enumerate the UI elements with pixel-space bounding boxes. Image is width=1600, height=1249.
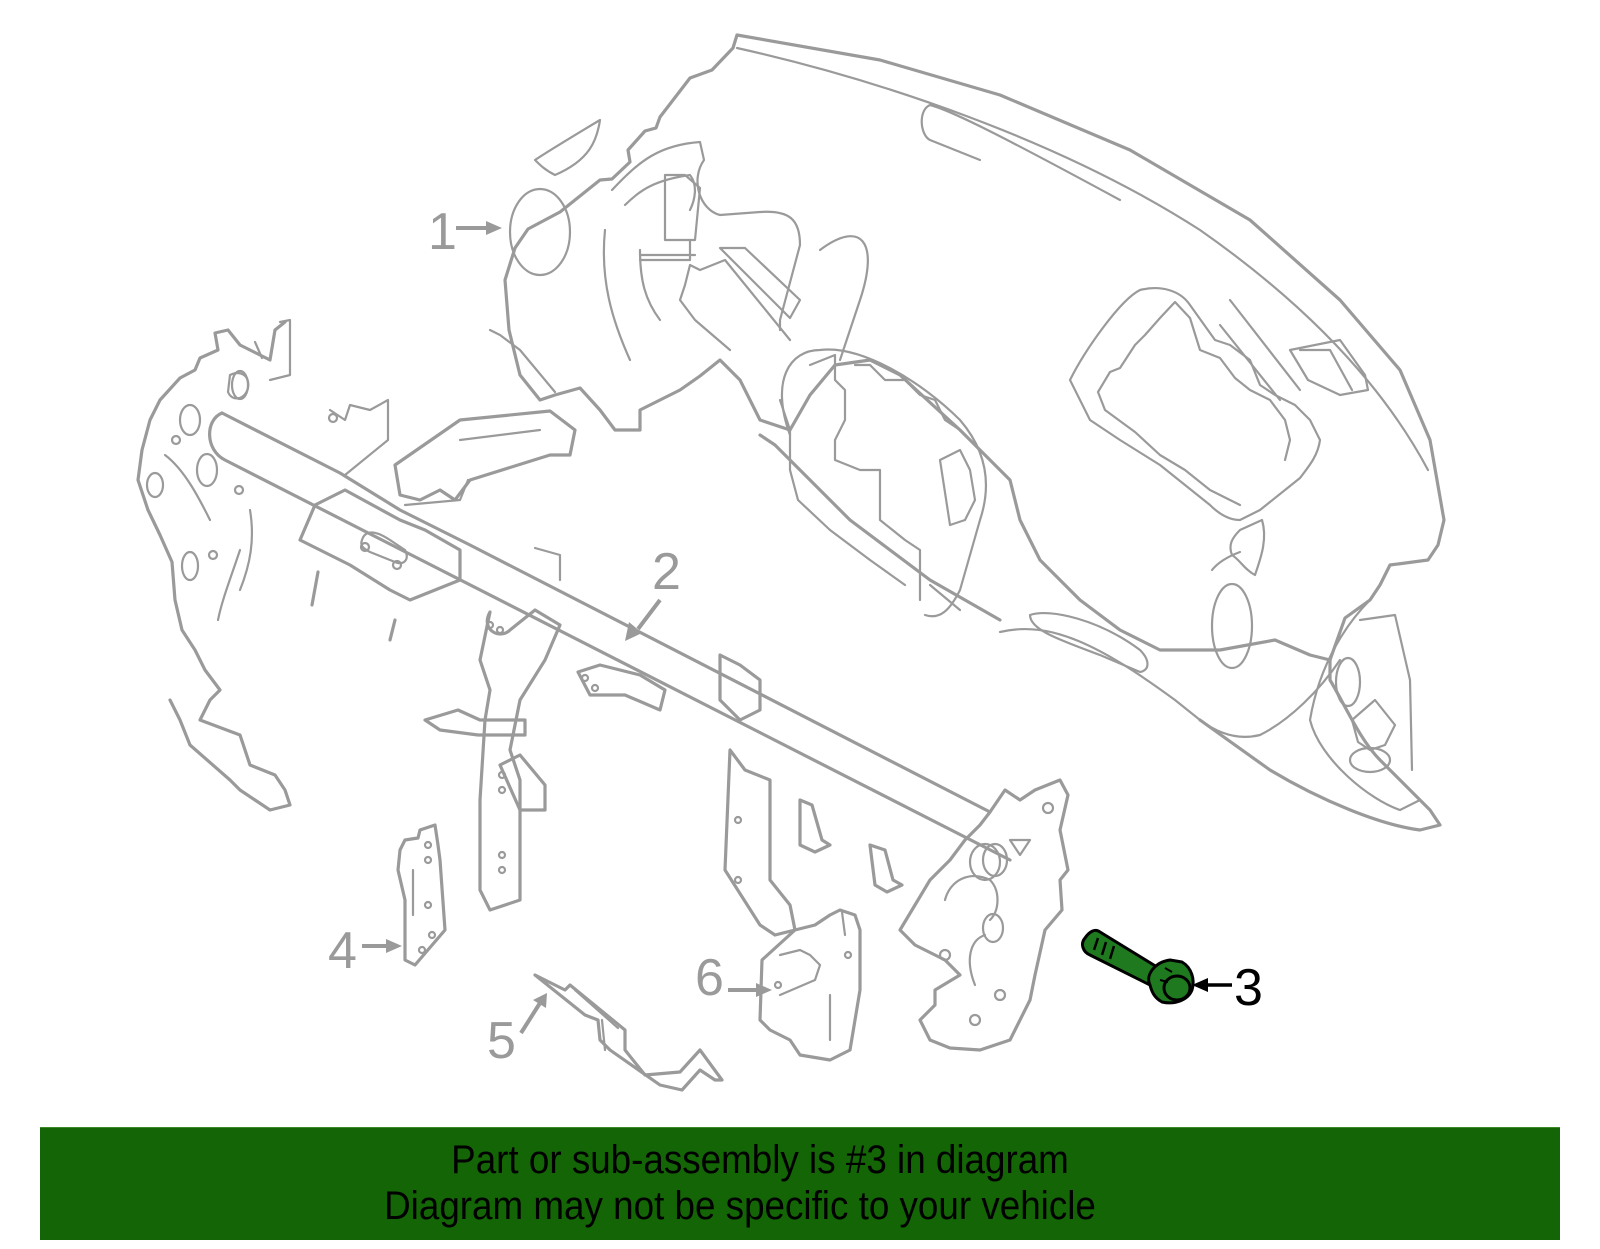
left-bracket-part [396,823,447,967]
callout-5-label: 5 [487,1012,516,1070]
callout-4-label: 4 [328,922,357,980]
banner-disclaimer-line: Diagram may not be specific to your vehi… [384,1184,1096,1228]
center-bracket-part [758,908,862,1062]
callout-arrows [362,221,772,1035]
callout-6-label: 6 [695,949,724,1007]
instrument-panel-part [488,33,1446,832]
callout-2-label: 2 [652,543,681,601]
lower-brace-part [533,973,724,1092]
callout-1-label: 1 [428,203,457,261]
part-notice-banner: Part or sub-assembly is #3 in diagram Di… [40,1127,1560,1240]
banner-part-line: Part or sub-assembly is #3 in diagram [451,1138,1069,1182]
bolt-part-highlighted[interactable] [1081,928,1232,1005]
callout-3-label[interactable]: 3 [1234,959,1263,1017]
cross-car-beam-part [136,318,1070,1052]
